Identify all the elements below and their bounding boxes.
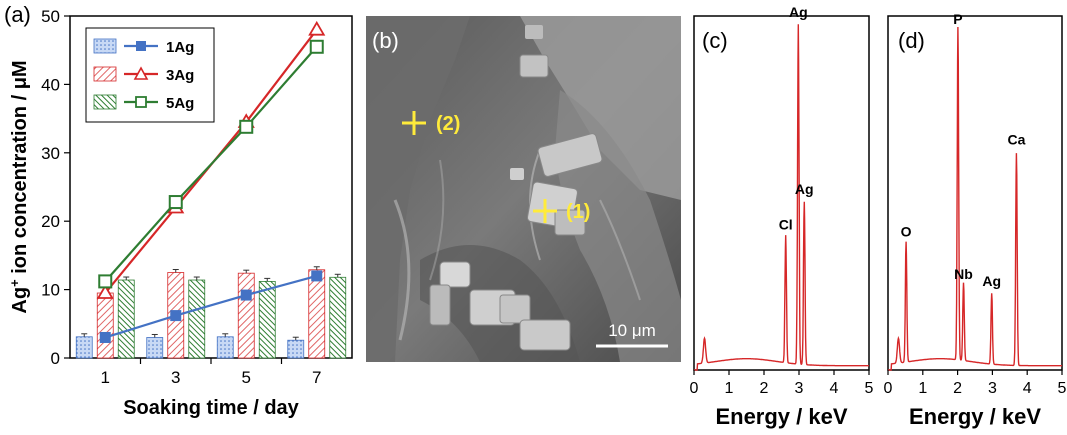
bar-3Ag [308, 269, 326, 359]
x-tick-label: 3 [171, 368, 180, 387]
point-1Ag [170, 310, 182, 322]
legend-swatch-bar [93, 38, 117, 54]
y-tick-label: 20 [41, 212, 60, 231]
legend-swatch-bar [93, 66, 117, 82]
x-tick-label: 4 [830, 380, 839, 397]
x-tick-label: 1 [725, 380, 734, 397]
point-5Ag [309, 39, 324, 54]
point-1Ag [99, 331, 111, 343]
y-tick-label: 40 [41, 75, 60, 94]
bar-3Ag [96, 292, 114, 359]
legend-label: 3Ag [166, 67, 194, 84]
x-tick-label: 0 [690, 380, 699, 397]
peak-label-Ag: Ag [795, 181, 814, 197]
scale-bar: 10 μm [596, 321, 668, 348]
line-5Ag [104, 46, 318, 283]
y-axis-label: Ag+ ion concentration / μM [7, 60, 32, 313]
bar-5Ag [117, 279, 135, 359]
x-tick-label: 1 [101, 368, 110, 387]
bar-1Ag [216, 336, 234, 359]
marker-1-label: (1) [566, 201, 590, 223]
bar-1Ag [287, 339, 305, 359]
legend-marker [135, 96, 147, 108]
x-tick-label: 5 [865, 380, 874, 397]
x-axis-label: Energy / keV [909, 404, 1041, 429]
spectrum-line [888, 26, 1062, 371]
bar-5Ag [188, 279, 206, 359]
x-tick-label: 2 [953, 380, 962, 397]
panel-label-d: (d) [898, 28, 925, 53]
point-5Ag [239, 119, 254, 134]
peak-label-P: P [953, 11, 962, 27]
x-tick-label: 1 [918, 380, 927, 397]
y-tick-label: 0 [51, 349, 60, 368]
panel-b-sem-image: (2) (1) 10 μm (b) [366, 16, 681, 362]
peak-label-Nb: Nb [954, 266, 973, 282]
y-tick-label: 10 [41, 281, 60, 300]
plot-frame [693, 15, 870, 371]
peak-label-O: O [901, 224, 912, 240]
point-5Ag [98, 274, 113, 289]
marker-2: (2) [402, 111, 460, 135]
y-tick-label: 30 [41, 144, 60, 163]
x-axis-label: Energy / keV [715, 404, 847, 429]
legend-marker [133, 66, 149, 80]
peak-label-Cl: Cl [779, 216, 793, 232]
legend-label: 1Ag [166, 39, 194, 56]
point-1Ag [311, 270, 323, 282]
plot-frame [887, 15, 1063, 371]
x-tick-label: 3 [795, 380, 804, 397]
bar-1Ag [146, 337, 164, 359]
bar-5Ag [258, 280, 276, 359]
bar-1Ag [75, 336, 93, 359]
x-tick-label: 5 [242, 368, 251, 387]
x-tick-label: 2 [760, 380, 769, 397]
x-tick-label: 5 [1058, 380, 1067, 397]
x-tick-label: 3 [988, 380, 997, 397]
peak-label-Ag: Ag [789, 4, 808, 20]
line-1Ag [104, 274, 318, 339]
point-3Ag [308, 20, 326, 36]
panel-label-b: (b) [372, 28, 399, 53]
y-tick-label: 50 [41, 7, 60, 26]
x-axis-label: Soaking time / day [123, 397, 299, 419]
bar-3Ag [237, 272, 255, 359]
panel-label-a: (a) [4, 2, 31, 27]
panel-label-c: (c) [702, 28, 728, 53]
bar-5Ag [329, 276, 347, 359]
legend-label: 5Ag [166, 95, 194, 112]
spectrum-line [694, 24, 869, 371]
legend-marker [136, 41, 146, 51]
x-tick-label: 4 [1023, 380, 1032, 397]
scale-bar-label: 10 μm [608, 321, 656, 340]
marker-1: (1) [533, 199, 590, 223]
peak-label-Ca: Ca [1007, 132, 1025, 148]
x-tick-label: 7 [312, 368, 321, 387]
point-5Ag [168, 195, 183, 210]
peak-label-Ag: Ag [982, 273, 1001, 289]
point-3Ag [96, 284, 114, 299]
legend-swatch-bar [93, 94, 117, 110]
x-tick-label: 0 [884, 380, 893, 397]
point-1Ag [240, 289, 252, 301]
marker-2-label: (2) [436, 113, 460, 135]
